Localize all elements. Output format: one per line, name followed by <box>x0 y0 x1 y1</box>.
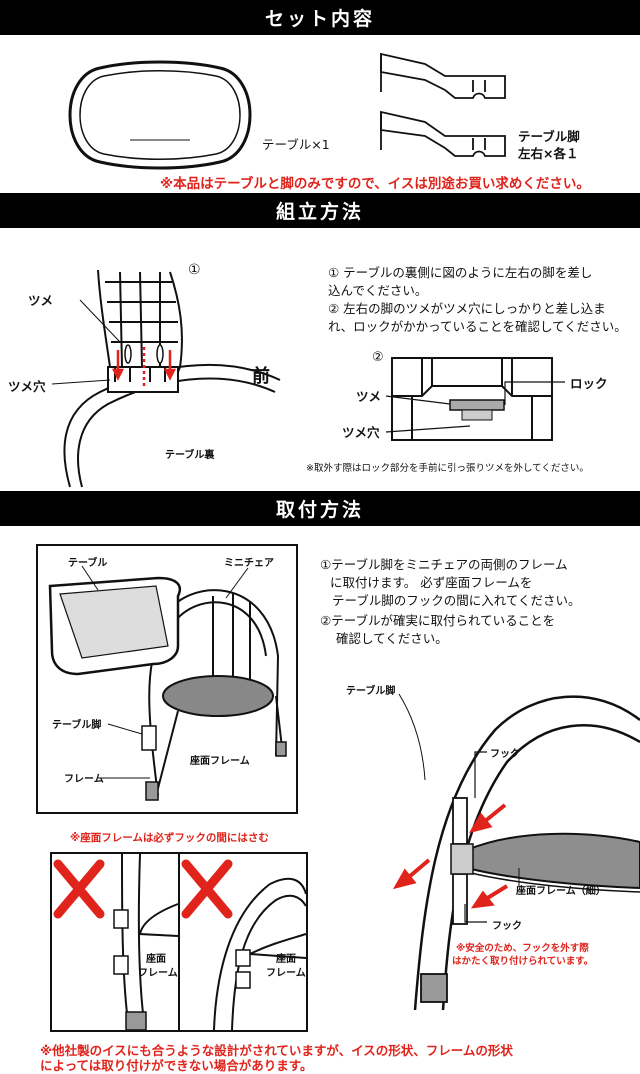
install-step2-line2: 確認してください。 <box>336 631 448 646</box>
install-label-table-leg: テーブル脚 <box>52 720 102 731</box>
assembly-diagram <box>51 269 281 488</box>
table-label: テーブル×1 <box>262 137 330 152</box>
table-legs-illustration <box>380 52 506 157</box>
assembly-step1-line1: ① テーブルの裏側に図のように左右の脚を差し <box>328 265 593 280</box>
detail-label-seat-frame-thin: 座面フレーム（細） <box>516 886 606 897</box>
contents-note: ※本品はテーブルと脚のみですので、イスは別途お買い求めください。 <box>160 176 590 192</box>
section-title-install: 取付方法 <box>275 499 364 521</box>
wrong2-label-2: フレーム <box>266 968 306 979</box>
install-label-frame: フレーム <box>64 774 104 785</box>
install-step1-line3: テーブル脚のフックの間に入れてください。 <box>332 593 581 608</box>
detail-label-tsume: ツメ <box>356 389 382 404</box>
assembly-step-marker-2: ② <box>372 350 384 365</box>
legs-label-1: テーブル脚 <box>518 129 580 144</box>
wrong-example-panel-1: 座面 フレーム <box>50 852 180 1032</box>
detail-label-table-leg: テーブル脚 <box>346 686 396 697</box>
bottom-note-2: によっては取り付けができない場合があります。 <box>40 1058 313 1073</box>
wrong-example-illustration-1 <box>53 853 179 1031</box>
table-tray-illustration <box>68 60 252 170</box>
wrong1-label-2: フレーム <box>138 968 178 979</box>
bottom-note-1: ※他社製のイスにも合うような設計がされていますが、イスの形状、フレームの形状 <box>40 1043 513 1058</box>
section-title-assembly: 組立方法 <box>275 201 364 223</box>
section-header-contents: セット内容 <box>0 0 640 35</box>
hook-detail-illustration <box>392 693 640 1011</box>
safety-note-2: はかたく取り付けられています。 <box>452 956 594 967</box>
assembly-step2-line2: れ、ロックがかかっていることを確認してください。 <box>328 319 627 334</box>
install-step1-line2: に取付けます。 必ず座面フレームを <box>330 575 533 590</box>
label-front: 前 <box>252 366 270 387</box>
detail-label-hook-top: フック <box>490 749 520 760</box>
install-label-mini-chair: ミニチェア <box>224 558 274 569</box>
wrong-example-panel-2: 座面 フレーム <box>178 852 308 1032</box>
assembly-remove-note: ※取外す際はロック部分を手前に引っ張りツメを外してください。 <box>306 463 589 474</box>
wrong-example-illustration-2 <box>181 859 307 1031</box>
wrong2-label-1: 座面 <box>276 954 296 965</box>
label-lock: ロック <box>570 376 608 391</box>
assembly-step-marker-1: ① <box>188 262 201 278</box>
install-label-seat-frame: 座面フレーム <box>190 756 250 767</box>
detail-label-hook-bottom: フック <box>492 921 522 932</box>
label-table-back: テーブル裏 <box>165 450 215 461</box>
install-step1-line1: ①テーブル脚をミニチェアの両側のフレーム <box>320 557 568 572</box>
detail-label-tsume-ana: ツメ穴 <box>342 425 380 440</box>
install-hook-note: ※座面フレームは必ずフックの間にはさむ <box>70 832 269 844</box>
lock-detail-leaders <box>385 381 565 433</box>
section-header-assembly: 組立方法 <box>0 193 640 228</box>
section-header-install: 取付方法 <box>0 491 640 526</box>
assembly-step1-line2: 込んでください。 <box>328 283 428 298</box>
chair-with-table-illustration <box>48 565 287 801</box>
section-title-contents: セット内容 <box>264 8 375 30</box>
label-tsume: ツメ <box>28 293 54 308</box>
safety-note-1: ※安全のため、フックを外す際 <box>456 943 589 954</box>
wrong1-label-1: 座面 <box>146 954 166 965</box>
legs-label-2: 左右×各１ <box>518 146 579 161</box>
label-tsume-ana: ツメ穴 <box>8 379 46 394</box>
install-label-table: テーブル <box>68 558 108 569</box>
lock-detail-diagram <box>391 357 553 441</box>
chair-overview-panel: テーブル ミニチェア テーブル脚 座面フレーム フレーム <box>36 544 298 814</box>
assembly-step2-line1: ② 左右の脚のツメがツメ穴にしっかりと差し込ま <box>328 301 606 316</box>
install-step2-line1: ②テーブルが確実に取付られていることを <box>320 613 556 628</box>
